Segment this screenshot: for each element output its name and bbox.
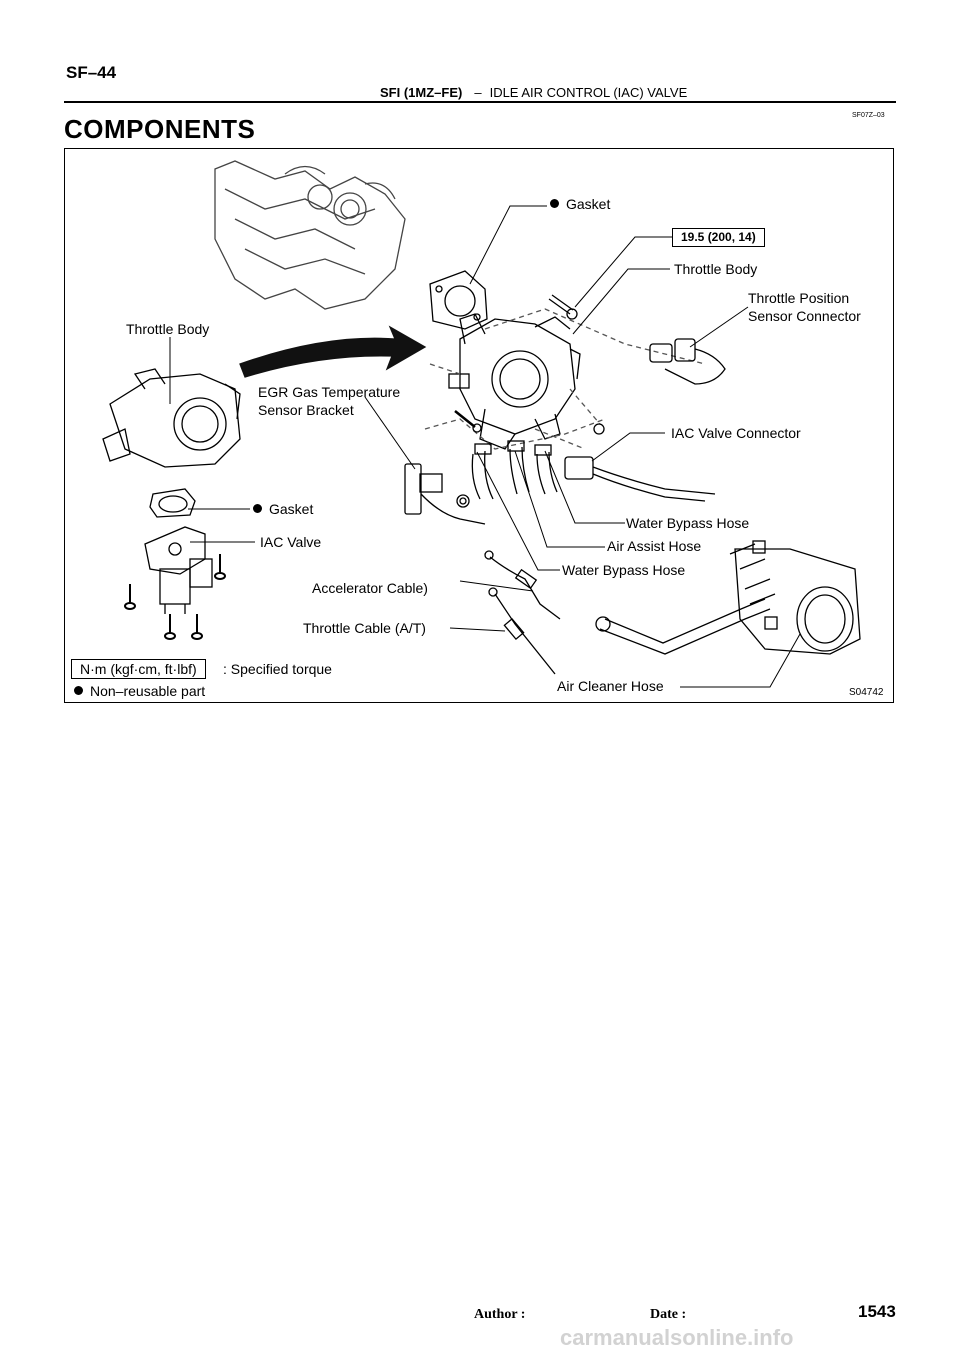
header-dash: – — [474, 85, 482, 100]
components-figure: Gasket 19.5 (200, 14) Throttle Body Thro… — [64, 148, 894, 703]
leader-lines — [169, 205, 801, 688]
label-air-assist-hose: Air Assist Hose — [607, 538, 702, 554]
header-rule — [64, 101, 896, 103]
intake-manifold-drawing — [214, 160, 406, 310]
bolt-drawing — [548, 294, 578, 320]
gasket-left-drawing — [149, 488, 196, 518]
label-iac-valve: IAC Valve — [260, 534, 322, 550]
assembly-lines — [424, 308, 706, 450]
label-gasket-left: Gasket — [253, 501, 313, 518]
label-egr-bracket-line1: EGR Gas Temperature — [258, 384, 401, 400]
author-label: Author : — [474, 1307, 526, 1322]
label-air-cleaner-hose: Air Cleaner Hose — [557, 678, 664, 694]
date-label: Date : — [650, 1307, 687, 1322]
torque-value-box: 19.5 (200, 14) — [672, 228, 765, 247]
legend-non-reusable: Non–reusable part — [74, 683, 205, 700]
gasket-top-drawing — [429, 270, 488, 330]
label-gasket-top: Gasket — [550, 196, 610, 213]
label-throttle-body-right: Throttle Body — [674, 261, 758, 277]
throttle-body-left-drawing — [102, 368, 241, 468]
label-accelerator-cable: Accelerator Cable) — [312, 580, 428, 596]
page-number: 1543 — [858, 1302, 896, 1321]
iac-connector-drawing — [564, 456, 716, 502]
egr-bracket-drawing — [404, 463, 486, 525]
figure-id: S04742 — [849, 687, 884, 698]
cables-drawing — [484, 550, 561, 675]
label-throttle-body-left: Throttle Body — [126, 321, 210, 337]
label-tps-connector-line2: Sensor Connector — [748, 308, 861, 324]
non-reusable-dot-icon — [253, 504, 262, 513]
label-iac-connector: IAC Valve Connector — [671, 425, 801, 441]
air-cleaner-hose-drawing — [595, 540, 861, 655]
label-tps-connector-line1: Throttle Position — [748, 290, 850, 306]
label-egr-bracket-line2: Sensor Bracket — [258, 402, 354, 418]
watermark: carmanualsonline.info — [560, 1325, 794, 1350]
screws-drawing — [124, 554, 226, 640]
legend-torque-text: : Specified torque — [223, 661, 332, 677]
arrow-icon — [239, 325, 427, 378]
reference-code: SF07Z–03 — [852, 112, 885, 119]
non-reusable-dot-icon — [74, 686, 83, 695]
label-water-bypass-hose-2: Water Bypass Hose — [562, 562, 686, 578]
label-water-bypass-hose-1: Water Bypass Hose — [626, 515, 750, 531]
topic-name: IDLE AIR CONTROL (IAC) VALVE — [489, 85, 688, 100]
iac-valve-drawing — [144, 526, 213, 614]
hoses-drawing — [471, 440, 558, 500]
page-code: SF–44 — [66, 63, 117, 82]
legend-torque-unit-box: N·m (kgf·cm, ft·lbf) — [71, 659, 206, 679]
header-line: SFI (1MZ–FE)–IDLE AIR CONTROL (IAC) VALV… — [380, 85, 687, 100]
tps-connector-drawing — [649, 338, 726, 385]
label-throttle-cable: Throttle Cable (A/T) — [303, 620, 426, 636]
section-name: SFI (1MZ–FE) — [380, 85, 463, 100]
throttle-body-right-drawing — [448, 313, 581, 450]
page-title: COMPONENTS — [64, 114, 256, 144]
exploded-view-drawing — [102, 160, 861, 688]
non-reusable-dot-icon — [550, 199, 559, 208]
